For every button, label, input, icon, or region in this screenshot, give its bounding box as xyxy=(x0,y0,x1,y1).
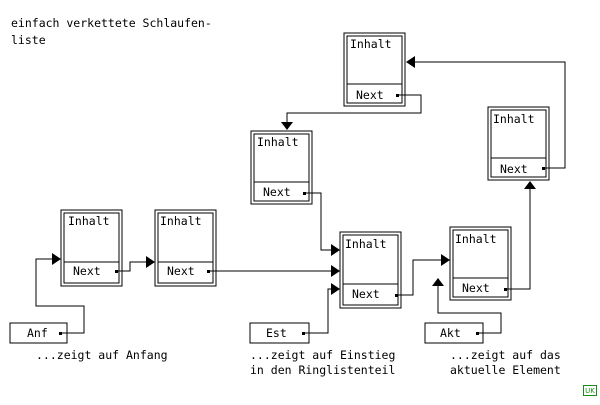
link-node1-to-node2 xyxy=(116,261,146,272)
node-content-label: Inhalt xyxy=(493,112,535,126)
link-node7-to-node3 xyxy=(304,192,331,251)
arrowhead-right xyxy=(331,265,340,277)
arrowhead-right xyxy=(146,256,155,268)
arrowhead-right xyxy=(331,244,340,256)
node-content-label: Inhalt xyxy=(68,214,110,228)
title-line-1: einfach verkettete Schlaufen- xyxy=(11,16,212,30)
caption-current-line-1: ...zeigt auf das xyxy=(450,348,561,362)
pointer-current-box: Akt xyxy=(424,322,484,344)
link-entry-to-node3 xyxy=(303,288,331,334)
arrowhead-down xyxy=(281,122,293,130)
node-next-label: Next xyxy=(500,162,528,176)
node-next-label: Next xyxy=(462,281,490,295)
arrowhead-right xyxy=(52,253,61,265)
list-node-1: Inhalt Next xyxy=(60,209,123,287)
node-content-label: Inhalt xyxy=(257,135,299,149)
caption-start: ...zeigt auf Anfang xyxy=(36,348,168,362)
node-content-label: Inhalt xyxy=(455,232,497,246)
node-next-label: Next xyxy=(73,264,101,278)
pointer-current-label: Akt xyxy=(440,326,461,340)
node-next-label: Next xyxy=(352,287,380,301)
pointer-start-label: Anf xyxy=(27,326,48,340)
link-current-to-node4 xyxy=(437,285,502,334)
node-content-label: Inhalt xyxy=(160,214,202,228)
pointer-start-box: Anf xyxy=(9,322,68,344)
arrowhead-up xyxy=(524,181,536,189)
node-next-label: Next xyxy=(167,264,195,278)
link-start-to-node1 xyxy=(35,258,85,334)
pointer-entry-box: Est xyxy=(249,322,310,344)
pointer-origin-dots xyxy=(59,94,545,335)
pointer-entry-label: Est xyxy=(266,326,287,340)
caption-entry-line-1: ...zeigt auf Einstieg xyxy=(250,348,395,362)
node-content-label: Inhalt xyxy=(345,237,387,251)
arrowhead-right xyxy=(331,283,340,295)
caption-current-line-2: aktuelle Element xyxy=(450,363,561,377)
title-line-2: liste xyxy=(11,33,46,47)
arrowheads xyxy=(52,56,536,295)
list-node-4: Inhalt Next xyxy=(449,226,512,301)
node-next-label: Next xyxy=(263,185,291,199)
arrowhead-right xyxy=(441,254,450,266)
arrowhead-left xyxy=(406,56,415,68)
link-lines xyxy=(35,61,566,334)
list-node-6: Inhalt Next xyxy=(343,32,406,107)
node-next-label: Next xyxy=(356,88,384,102)
list-node-7: Inhalt Next xyxy=(250,130,313,205)
list-node-2: Inhalt Next xyxy=(154,209,217,287)
author-logo: UK xyxy=(583,385,597,396)
link-node5-to-node6 xyxy=(415,61,566,169)
link-node4-to-node5 xyxy=(505,189,531,290)
link-node6-to-node7 xyxy=(286,94,422,122)
arrowhead-up xyxy=(432,278,444,286)
link-node3-to-node4 xyxy=(396,259,441,296)
list-node-5: Inhalt Next xyxy=(487,106,550,181)
node-content-label: Inhalt xyxy=(350,37,392,51)
caption-entry-line-2: in den Ringlistenteil xyxy=(250,363,395,377)
list-node-3: Inhalt Next xyxy=(339,231,402,309)
